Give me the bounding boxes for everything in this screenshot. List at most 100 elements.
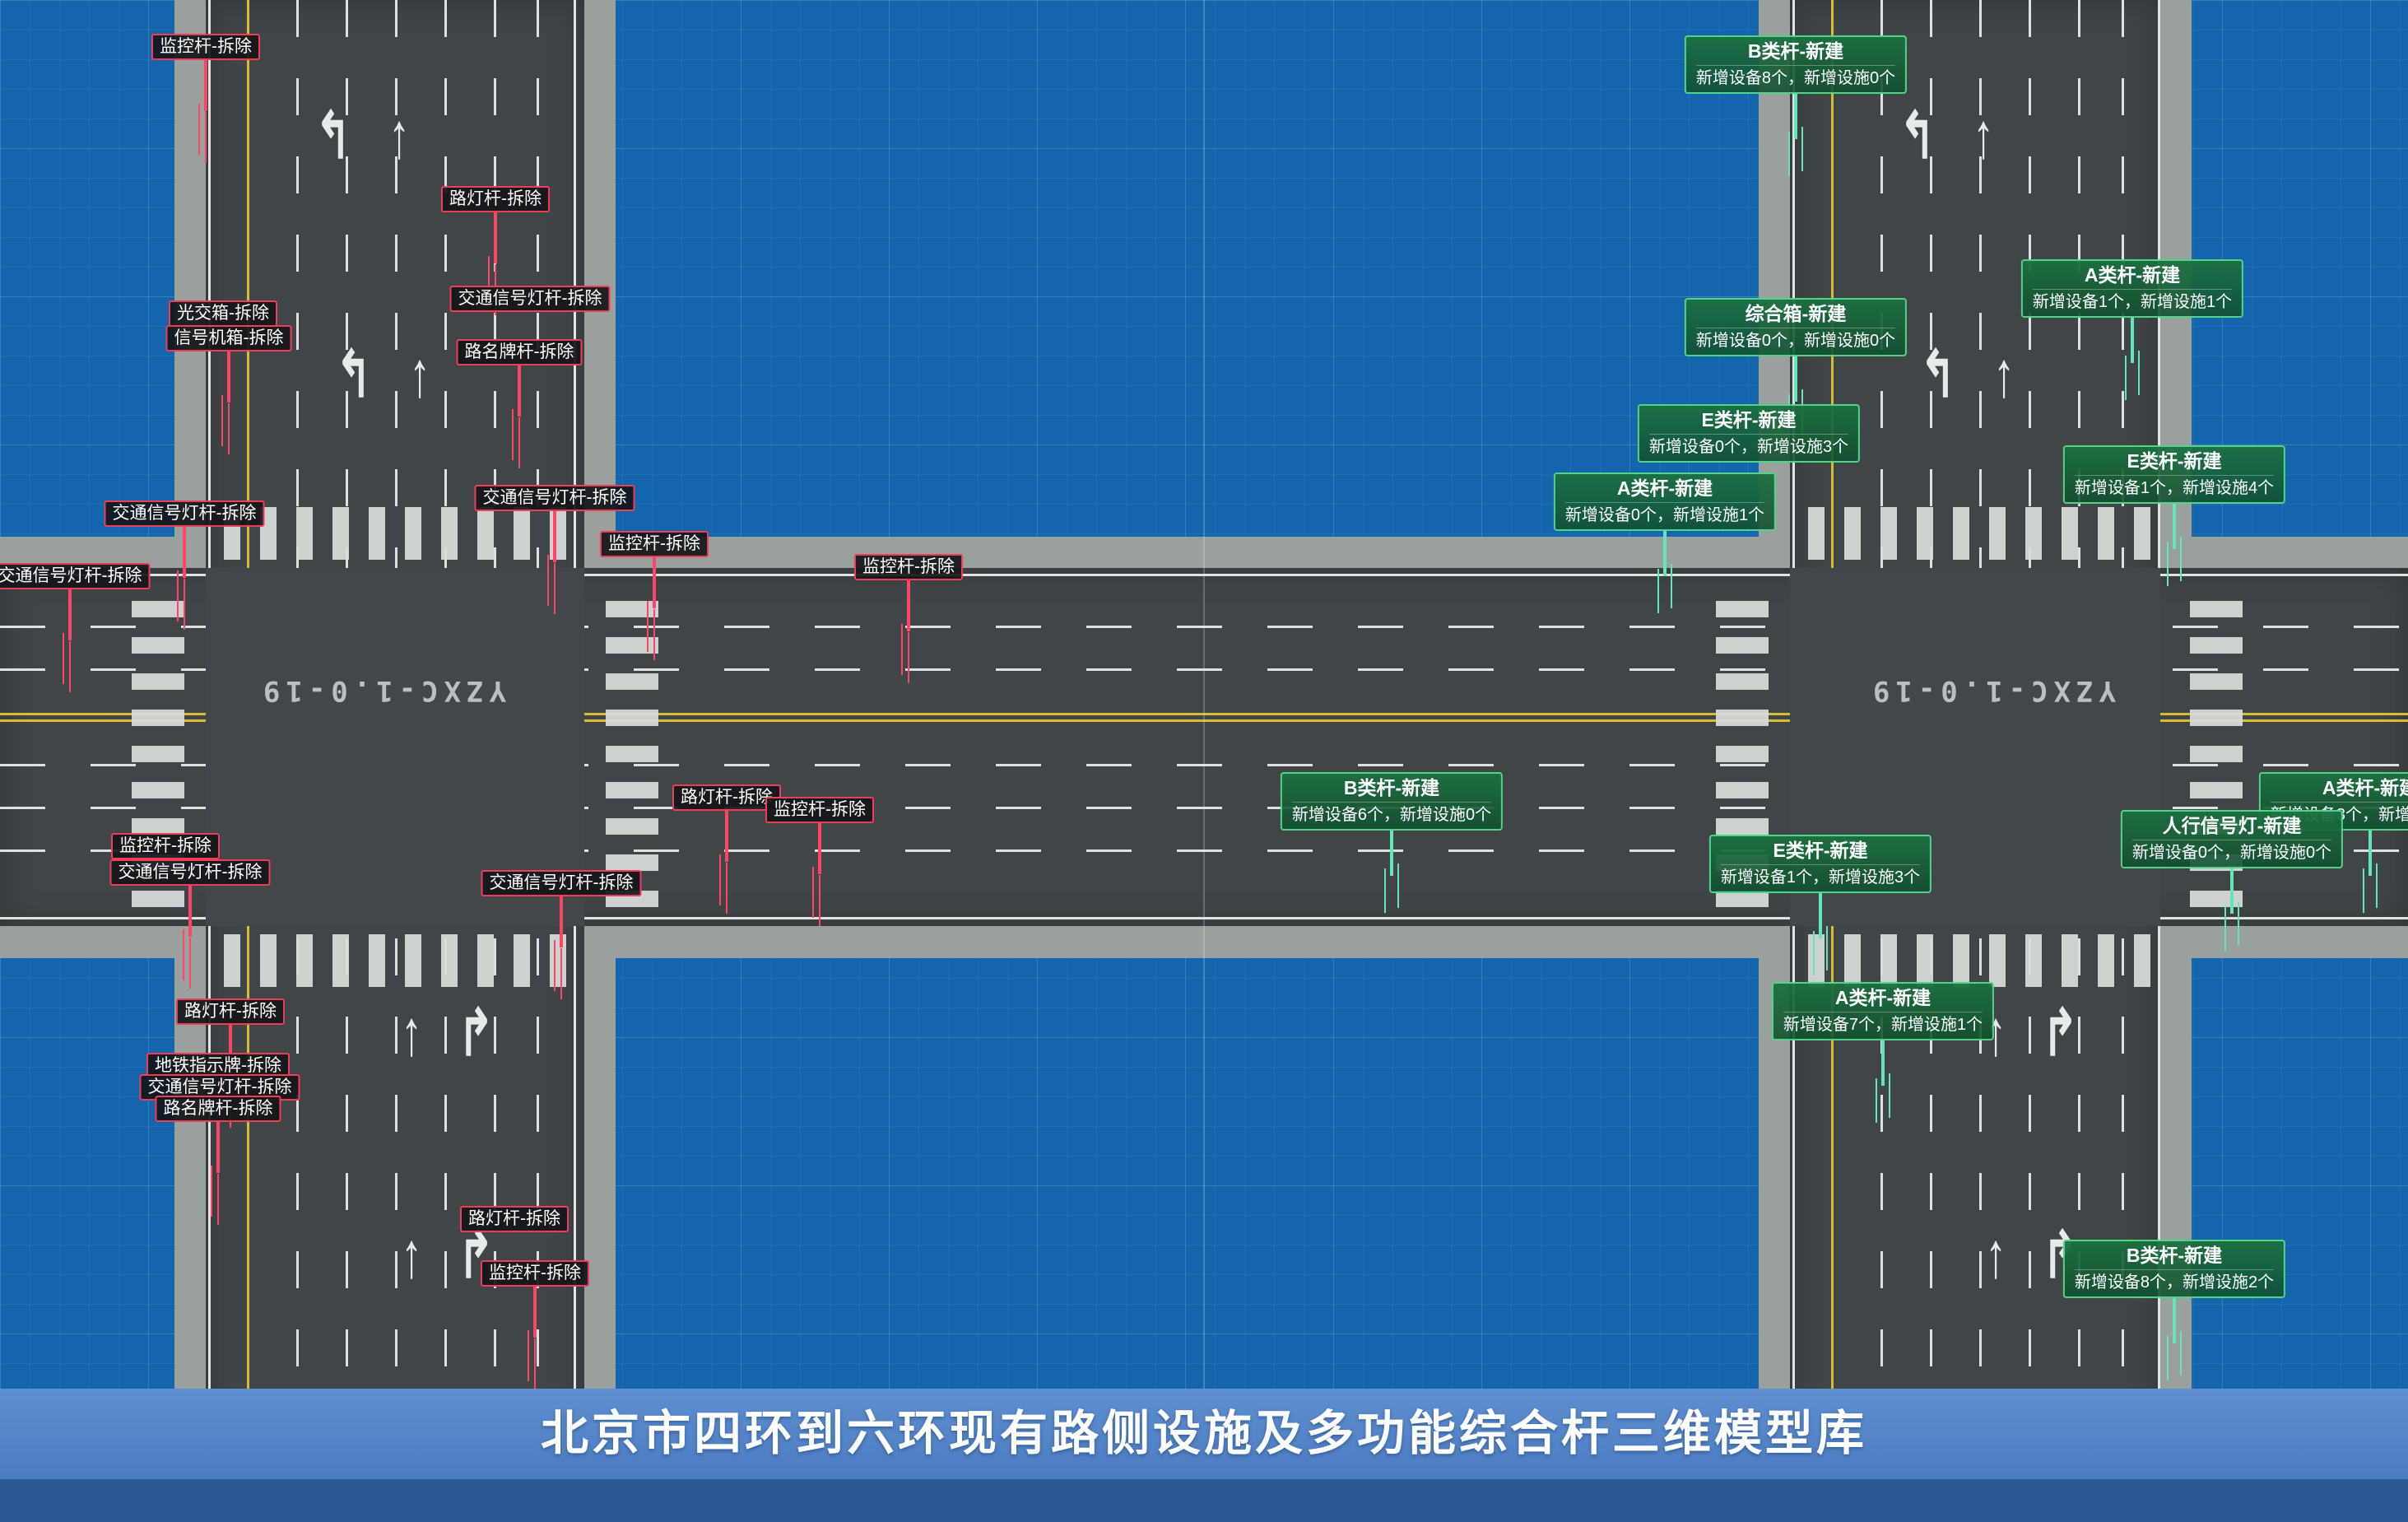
demolition-label[interactable]: 监控杆-拆除 [151,34,260,61]
panel-divider [1203,0,1205,1389]
demolition-pole-marker [560,895,563,947]
demolition-label[interactable]: 交通信号灯杆-拆除 [0,563,151,590]
demolition-label[interactable]: 监控杆-拆除 [854,554,963,581]
demolition-label[interactable]: 监控杆-拆除 [600,531,709,558]
left-lane-arrow-icon: ↰ [1920,339,1956,412]
lane-divider [0,668,2408,671]
construction-label-title: A类杆-新建 [2032,263,2233,290]
demolition-pole-marker [229,1023,232,1076]
construction-label-title: A类杆-新建 [2270,776,2408,803]
demolition-label[interactable]: 路名牌杆-拆除 [456,339,583,366]
demolition-label[interactable]: 监控杆-拆除 [481,1260,589,1287]
construction-label-title: B类杆-新建 [1291,776,1492,803]
left-lane-arrow-icon: ↰ [336,339,372,412]
construction-label[interactable]: B类杆-新建新增设备8个，新增设施2个 [2062,1240,2286,1298]
construction-label-sub: 新增设备7个，新增设施1个 [1783,1015,1983,1034]
construction-label-title: A类杆-新建 [1783,986,1983,1012]
demolition-pole-marker [818,822,821,874]
construction-label[interactable]: 人行信号灯-新建新增设备0个，新增设施0个 [2120,810,2344,868]
bottom-edge-strip [0,1479,2408,1522]
demolition-pole-marker [68,588,72,640]
crosswalk-north [224,507,566,560]
demolition-label[interactable]: 交通信号灯杆-拆除 [481,870,642,897]
construction-label-sub: 新增设备0个，新增设施0个 [1695,331,1896,350]
demolition-pole-marker [204,58,207,111]
demolition-label[interactable]: 路灯杆-拆除 [460,1206,569,1233]
construction-pole-marker [1663,530,1667,576]
construction-label[interactable]: E类杆-新建新增设备0个，新增设施3个 [1637,404,1861,463]
construction-label[interactable]: A类杆-新建新增设备7个，新增设施1个 [1771,982,1995,1040]
demolition-label[interactable]: 监控杆-拆除 [111,833,220,860]
crosswalk-north [1808,507,2150,560]
left-lane-arrow-icon: ↰ [315,100,351,173]
construction-label-sub: 新增设备8个，新增设施2个 [2074,1273,2275,1292]
construction-label-title: B类杆-新建 [2074,1244,2275,1270]
construction-label-sub: 新增设备1个，新增设施1个 [2032,292,2233,311]
construction-pole-marker [1794,93,1797,139]
construction-label-sub: 新增设备1个，新增设施4个 [2074,478,2275,497]
demolition-label[interactable]: 信号机箱-拆除 [165,325,292,352]
construction-label[interactable]: B类杆-新建新增设备8个，新增设施0个 [1684,35,1908,94]
construction-label-title: B类杆-新建 [1695,40,1896,66]
left-viewport-demolition[interactable] [0,0,1204,1389]
construction-label-title: E类杆-新建 [2074,449,2275,476]
title-banner: 北京市四环到六环现有路侧设施及多功能综合杆三维模型库 [0,1389,2408,1479]
straight-lane-arrow-icon: ↑ [1985,1220,2006,1292]
construction-pole-marker [1794,356,1797,402]
demolition-pole-marker [227,350,230,403]
demolition-pole-marker [518,364,521,417]
banner-title-text: 北京市四环到六环现有路侧设施及多功能综合杆三维模型库 [540,1407,1867,1460]
edge-line [0,917,2408,919]
right-lane-arrow-icon: ↱ [458,998,494,1070]
construction-label-sub: 新增设备8个，新增设施0个 [1695,68,1896,87]
construction-label[interactable]: E类杆-新建新增设备1个，新增设施3个 [1708,835,1932,893]
crosswalk-south [224,934,566,987]
center-line-yellow [0,713,2408,715]
demolition-label[interactable]: 路灯杆-拆除 [176,998,285,1026]
demolition-pole-marker [907,579,910,631]
demolition-label[interactable]: 监控杆-拆除 [765,797,874,824]
demolition-label[interactable]: 交通信号灯杆-拆除 [449,286,611,313]
construction-pole-marker [2368,830,2372,876]
construction-label[interactable]: 综合箱-新建新增设备0个，新增设施0个 [1684,298,1908,356]
demolition-pole-marker [725,809,728,862]
demolition-pole-marker [183,525,186,578]
construction-label-sub: 新增设备0个，新增设施1个 [1564,505,1765,524]
crosswalk-east [606,586,658,907]
right-viewport-construction[interactable] [1204,0,2408,1389]
construction-label-sub: 新增设备0个，新增设施3个 [1648,437,1849,456]
left-lane-arrow-icon: ↰ [1899,100,1936,173]
construction-pole-marker [2230,868,2234,914]
straight-lane-arrow-icon: ↑ [409,339,430,412]
lane-divider [0,626,2408,628]
construction-label-sub: 新增设备1个，新增设施3个 [1720,868,1921,887]
construction-label-title: 人行信号灯-新建 [2131,814,2332,840]
construction-pole-marker [2131,317,2134,363]
demolition-label[interactable]: 路名牌杆-拆除 [155,1096,281,1123]
straight-lane-arrow-icon: ↑ [401,998,422,1070]
construction-label-title: E类杆-新建 [1648,408,1849,435]
demolition-label[interactable]: 路灯杆-拆除 [441,186,550,213]
construction-label-sub: 新增设备6个，新增设施0个 [1291,805,1492,824]
demolition-label[interactable]: 交通信号灯杆-拆除 [474,485,635,512]
construction-label[interactable]: A类杆-新建新增设备0个，新增设施1个 [1553,472,1777,531]
center-line-yellow [0,719,2408,722]
straight-lane-arrow-icon: ↑ [388,100,410,173]
straight-lane-arrow-icon: ↑ [401,1220,422,1292]
demolition-label[interactable]: 交通信号灯杆-拆除 [104,500,265,528]
demolition-label[interactable]: 交通信号灯杆-拆除 [109,859,271,887]
construction-label[interactable]: A类杆-新建新增设备1个，新增设施1个 [2020,259,2244,318]
demolition-label[interactable]: 光交箱-拆除 [169,300,277,328]
lane-divider [0,849,2408,852]
lane-divider [0,764,2408,766]
construction-label[interactable]: B类杆-新建新增设备6个，新增设施0个 [1280,772,1504,831]
right-lane-arrow-icon: ↱ [2042,998,2078,1070]
demolition-pole-marker [553,510,556,562]
demolition-pole-marker [216,1120,220,1173]
construction-label[interactable]: E类杆-新建新增设备1个，新增设施4个 [2062,445,2286,504]
construction-label-sub: 新增设备0个，新增设施0个 [2131,843,2332,862]
straight-lane-arrow-icon: ↑ [1973,100,1994,173]
construction-label-title: A类杆-新建 [1564,477,1765,503]
construction-pole-marker [2173,1297,2176,1343]
